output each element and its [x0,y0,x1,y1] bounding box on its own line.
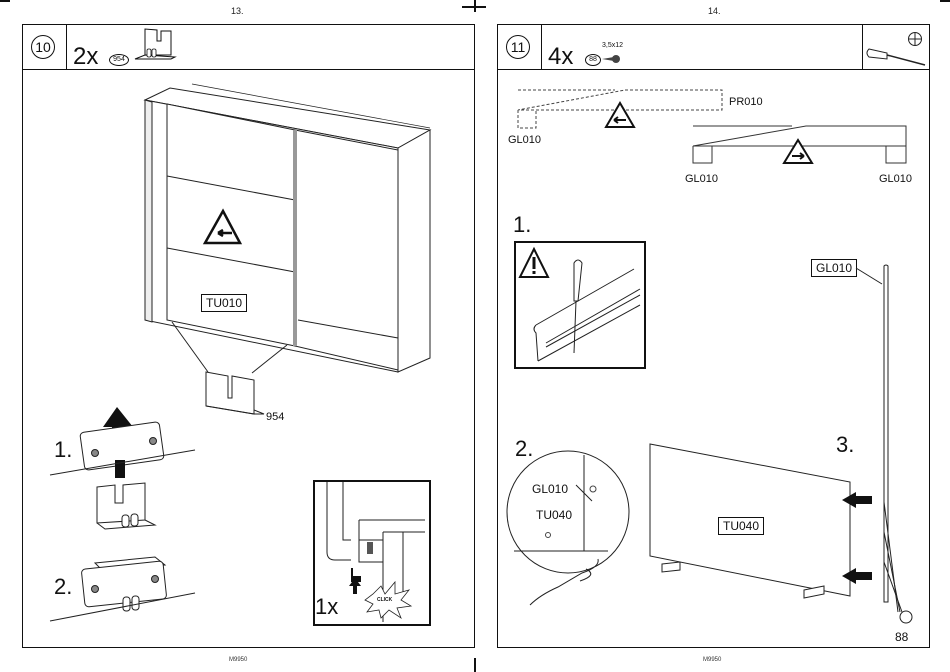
bracket-954-illustration [204,370,274,422]
page-number: 14. [708,6,721,16]
step-number-cell: 11 [498,25,542,69]
substep-2-illustration [45,555,205,625]
detail-guide-label: GL010 [532,482,568,496]
part-quantity: 2x [73,45,98,69]
tool-cell [862,25,929,69]
screw-icon [602,54,622,64]
wardrobe-illustration [130,80,450,380]
screw-callout: 88 [895,630,908,644]
crop-mark [940,0,950,2]
panel-label: TU040 [718,517,764,535]
crop-mark [0,0,10,2]
guide-label: GL010 [508,134,541,146]
inset-quantity: 1x [315,594,338,620]
warning-arrow-left-icon [606,103,634,127]
profile-label: PR010 [729,96,763,108]
crop-mark [474,658,476,672]
click-label: CLICK [377,597,392,603]
page-footer: M9950 [229,657,247,663]
screwdriver-detail-box [514,241,646,369]
screw-icon [900,611,912,623]
part-callout: 954 [266,411,284,423]
detail-circle-illustration [500,455,650,635]
step-header: 10 2x 954 [23,25,474,70]
step-number-cell: 10 [23,25,67,69]
page-footer: M9950 [703,657,721,663]
crop-mark [462,6,486,8]
guide-label: GL010 [879,173,912,185]
phillips-head-icon [907,31,923,47]
detail-panel-label: TU040 [536,508,572,522]
screw-size: 3,5x12 [602,42,623,49]
substep-number: 1. [513,212,531,238]
guide-label: GL010 [685,173,718,185]
step-number: 10 [31,35,55,59]
click-detail-inset: 1x CLICK [313,480,431,626]
part-id-badge: 88 [585,54,601,66]
page-number: 13. [231,6,244,16]
step-header: 11 4x 88 3,5x12 [498,25,929,70]
door-label: TU010 [201,294,247,312]
step-number: 11 [506,35,530,59]
part-quantity: 4x [548,45,573,69]
bracket-part-icon [131,27,175,65]
part-id-badge: 954 [109,54,129,66]
screwdriver-detail-illustration [516,243,644,367]
substep-1-illustration [45,405,205,545]
